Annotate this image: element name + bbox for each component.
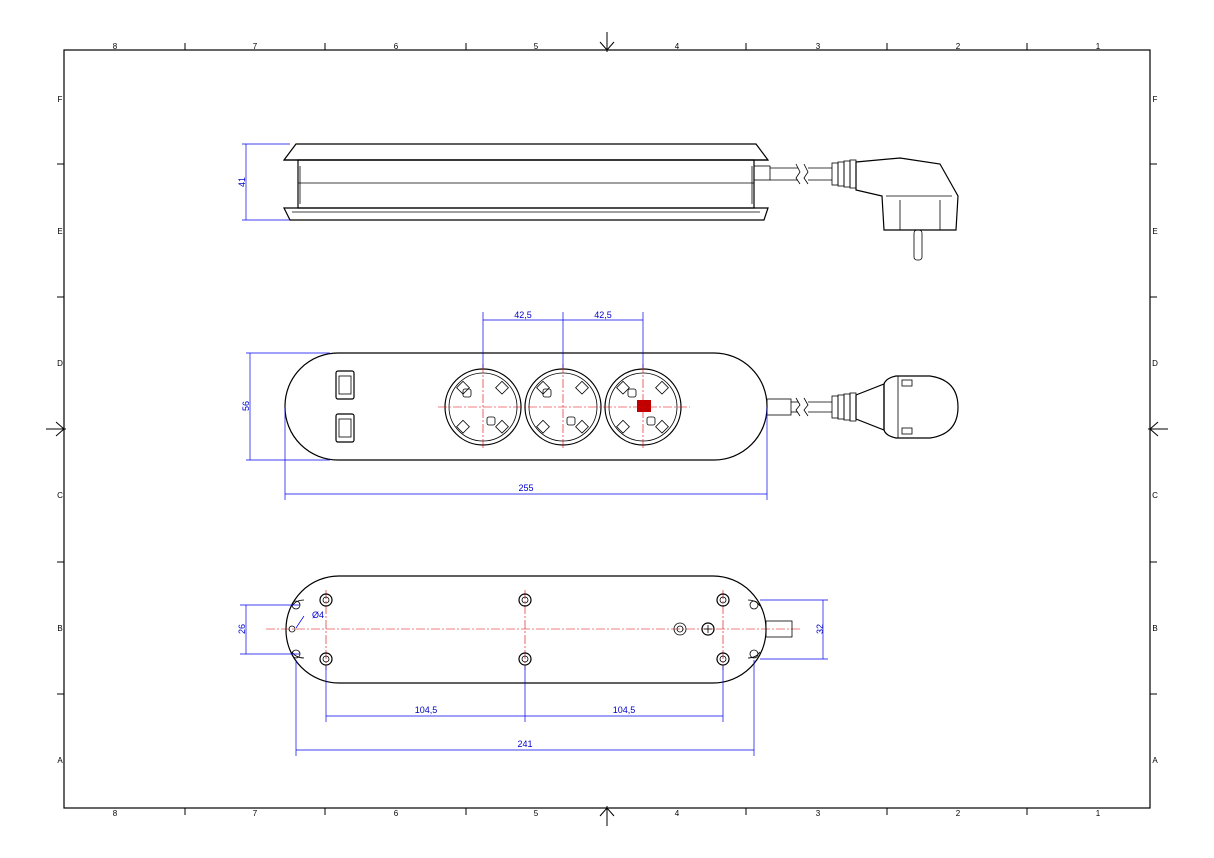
row-label: C — [57, 491, 63, 500]
column-label: 2 — [956, 809, 961, 818]
dimension-bottom-left-height: 26 — [237, 604, 300, 655]
screw-icon — [518, 652, 532, 666]
row-label: E — [1152, 227, 1157, 236]
dimension-socket-spacing: 42,5 42,5 — [482, 310, 644, 368]
column-label: 6 — [394, 42, 399, 51]
frame-column-labels-bottom: 8 7 6 5 4 3 2 1 — [113, 809, 1101, 818]
dimension-bottom-right-height: 32 — [760, 599, 828, 660]
row-label: D — [1152, 359, 1158, 368]
column-label: 3 — [816, 42, 821, 51]
usb-port-icon — [335, 413, 355, 443]
row-label: B — [57, 624, 62, 633]
bottom-view-centerlines — [266, 590, 800, 670]
side-view: 41 — [237, 143, 959, 261]
side-view-body — [282, 143, 770, 221]
row-label: A — [57, 756, 63, 765]
side-height-label: 41 — [237, 177, 247, 187]
bottom-left-height-label: 26 — [237, 624, 247, 634]
column-label: 5 — [534, 42, 539, 51]
row-label: F — [58, 95, 63, 104]
frame-row-labels-left: F E D C B A — [57, 95, 63, 765]
top-length-label: 255 — [518, 483, 533, 493]
column-label: 2 — [956, 42, 961, 51]
side-view-plug — [831, 157, 959, 261]
column-label: 4 — [675, 42, 680, 51]
column-label: 8 — [113, 42, 118, 51]
row-label: A — [1152, 756, 1158, 765]
screw-icon — [716, 593, 730, 607]
dimension-hole-diameter: Ø4 — [295, 610, 324, 629]
hole-icon — [288, 625, 296, 633]
row-label: F — [1153, 95, 1158, 104]
top-width-label: 56 — [241, 401, 251, 411]
hole-diameter-label: Ø4 — [312, 610, 324, 620]
bottom-overall-length-label: 241 — [517, 739, 532, 749]
bottom-spacing-label-2: 104,5 — [613, 705, 636, 715]
column-label: 5 — [534, 809, 539, 818]
frame-column-labels-top: 8 7 6 5 4 3 2 1 — [113, 42, 1101, 51]
column-label: 3 — [816, 809, 821, 818]
bottom-view-body — [285, 575, 767, 684]
socket-spacing-label-1: 42,5 — [514, 310, 532, 320]
bottom-view: Ø4 26 32 104,5 104,5 241 — [237, 575, 828, 756]
column-label: 1 — [1096, 42, 1101, 51]
screw-icon — [716, 652, 730, 666]
top-view-cable — [766, 397, 832, 417]
dimension-side-height: 41 — [237, 143, 290, 221]
frame-row-labels-right: F E D C B A — [1152, 95, 1158, 765]
screw-icon — [319, 593, 333, 607]
bottom-view-cable-stub — [765, 620, 793, 638]
usb-port-icon — [335, 370, 355, 400]
bottom-spacing-label-1: 104,5 — [415, 705, 438, 715]
socket-spacing-label-2: 42,5 — [594, 310, 612, 320]
dimension-top-length: 255 — [284, 407, 768, 500]
dimension-bottom-overall: 241 — [295, 660, 755, 756]
screw-holes — [319, 593, 730, 666]
top-view-body — [284, 352, 768, 461]
dimension-top-width: 56 — [241, 352, 330, 461]
bottom-labels-icon — [673, 622, 715, 636]
side-view-cable — [753, 163, 832, 185]
column-label: 7 — [253, 809, 258, 818]
dimension-bottom-spacing: 104,5 104,5 — [325, 666, 724, 722]
row-label: B — [1152, 624, 1157, 633]
row-label: C — [1152, 491, 1158, 500]
column-label: 6 — [394, 809, 399, 818]
usb-ports — [335, 370, 355, 443]
frame-border — [63, 49, 1151, 809]
column-label: 1 — [1096, 809, 1101, 818]
row-label: E — [57, 227, 62, 236]
column-label: 7 — [253, 42, 258, 51]
top-view: 42,5 42,5 56 255 — [241, 310, 959, 500]
row-label: D — [57, 359, 63, 368]
screw-icon — [319, 652, 333, 666]
column-label: 4 — [675, 809, 680, 818]
indicator-light-icon — [637, 400, 651, 412]
column-label: 8 — [113, 809, 118, 818]
top-view-plug — [831, 375, 959, 439]
centering-marks — [46, 32, 1168, 826]
drawing-frame: 8 7 6 5 4 3 2 1 8 7 6 5 4 3 2 1 F E D C … — [46, 32, 1168, 826]
top-view-centerlines — [438, 364, 690, 450]
bottom-right-height-label: 32 — [815, 624, 825, 634]
screw-icon — [518, 593, 532, 607]
